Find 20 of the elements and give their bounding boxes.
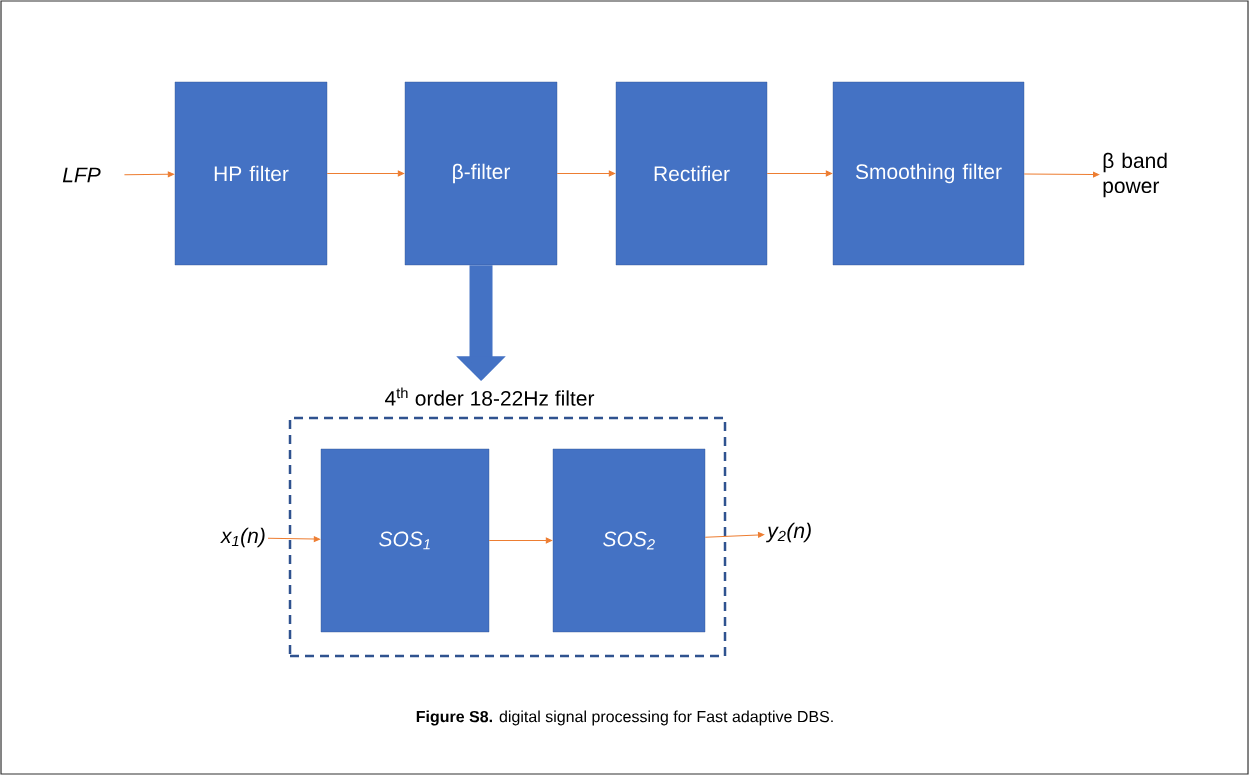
process-box: β-filter — [404, 81, 558, 266]
signal-label: x$_{1}$(n) — [220, 527, 265, 548]
process-box: SOS$_{1}$ — [320, 448, 490, 633]
arrow — [704, 532, 765, 538]
process-box: SOS$_{2}$ — [552, 448, 706, 633]
signal-label: y$_{2}$(n) — [766, 522, 811, 543]
arrow — [267, 536, 321, 542]
process-box: Smoothing filter — [832, 81, 1025, 266]
arrow — [766, 170, 833, 177]
arrow — [556, 170, 616, 177]
group-heading: 4$^{th}$ order 18-22Hz filter — [385, 387, 595, 406]
signal-label: LFP — [62, 167, 101, 183]
process-box: HP filter — [174, 81, 328, 266]
signal-label: β band power — [1103, 152, 1167, 198]
arrow — [326, 170, 405, 177]
figure-caption: Figure S8. digital signal processing for Fast adaptive DBS. — [416, 710, 833, 726]
arrow — [488, 537, 553, 544]
arrow — [1023, 171, 1100, 178]
arrow — [123, 171, 175, 178]
process-box: Rectifier — [615, 81, 768, 266]
